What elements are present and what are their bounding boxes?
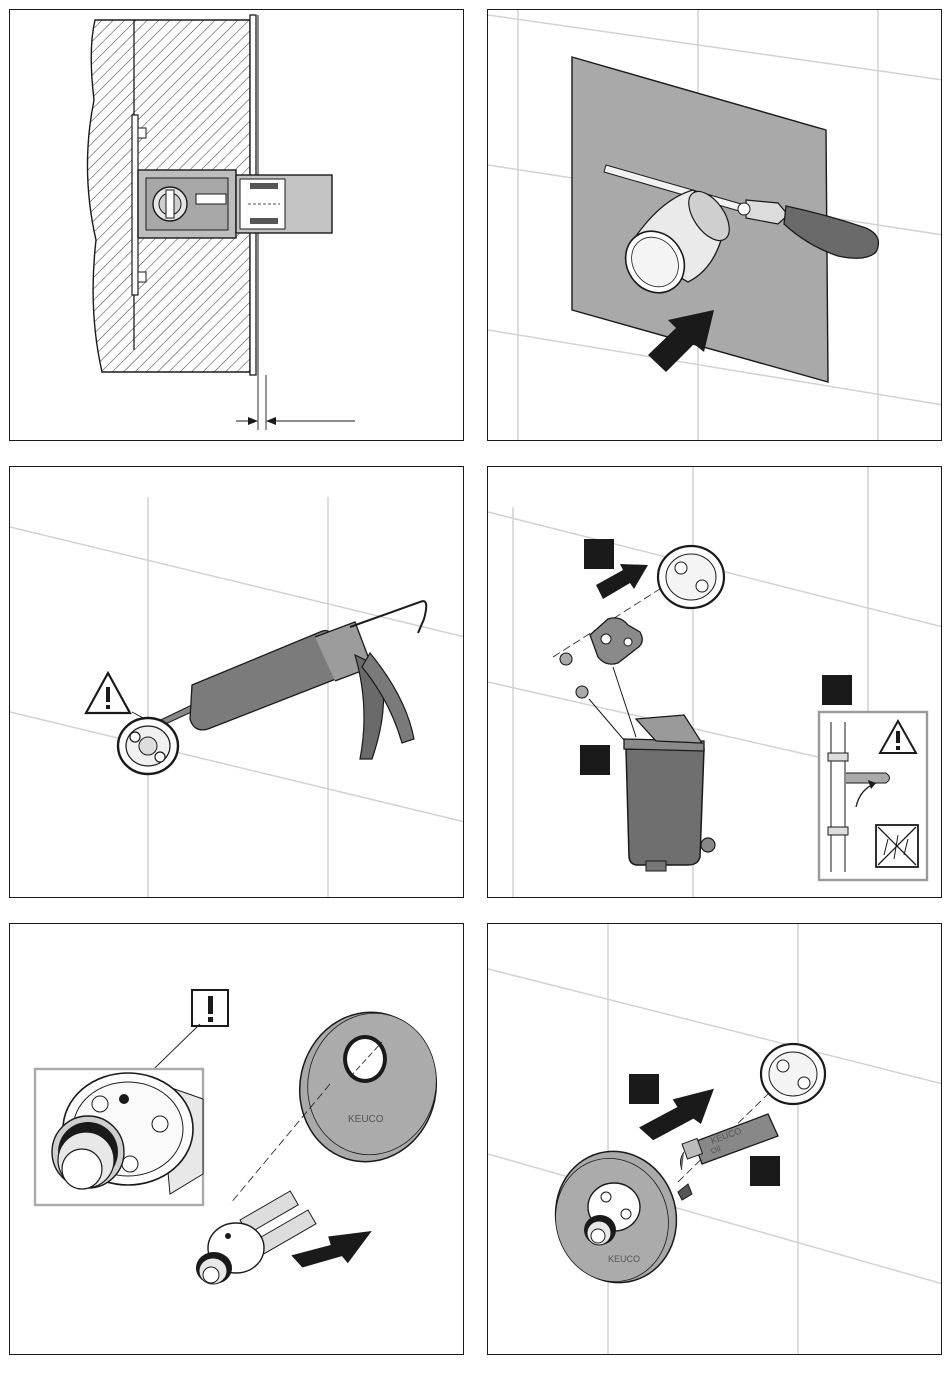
step-panel-wall-section (9, 9, 464, 441)
step-marker-2 (750, 1156, 780, 1186)
retaining-bracket (590, 618, 642, 664)
trash-bin-icon (624, 715, 715, 871)
rosette-brand-label: KEUCO (348, 1114, 384, 1125)
step-panel-cut-sleeve (487, 9, 942, 441)
silicone-diagram (10, 467, 464, 898)
step-marker-2 (580, 745, 610, 775)
screw (576, 686, 588, 698)
warning-triangle-icon (86, 673, 130, 713)
step-panel-remove-parts (487, 466, 942, 898)
screw (560, 653, 572, 665)
wall-section-diagram (10, 10, 464, 441)
remove-arrow-icon (596, 564, 648, 599)
lubricate-diagram: KEUCO Oil KEUCO (488, 924, 942, 1355)
step-marker-1 (584, 539, 614, 569)
marking-dot (119, 1094, 129, 1104)
step-panel-lubricate: KEUCO Oil KEUCO (487, 923, 942, 1355)
step-panel-silicone (9, 466, 464, 898)
no-water-icon (876, 825, 918, 867)
faceplate-brand-label: KEUCO (608, 1254, 640, 1264)
step-panel-rosette: KEUCO (9, 923, 464, 1355)
step-marker-3 (822, 675, 852, 705)
cut-sleeve-diagram (488, 10, 942, 441)
step-marker-1 (629, 1074, 659, 1104)
remove-parts-diagram (488, 467, 942, 898)
exclamation-box-icon (192, 990, 228, 1026)
rosette-diagram: KEUCO (10, 924, 464, 1355)
